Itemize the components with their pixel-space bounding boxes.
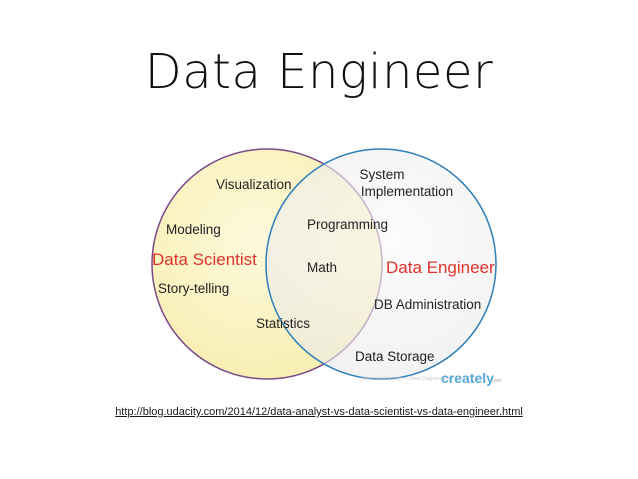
label-data-scientist: Data Scientist: [152, 250, 257, 269]
label-data-engineer: Data Engineer: [386, 258, 495, 277]
label-visualization: Visualization: [216, 177, 292, 192]
source-link[interactable]: http://blog.udacity.com/2014/12/data-ana…: [115, 406, 523, 418]
label-system: System: [359, 167, 404, 182]
slide-title: Data Engineer: [144, 44, 494, 100]
label-db-administration: DB Administration: [374, 297, 481, 312]
label-data-storage: Data Storage: [355, 349, 435, 364]
watermark-text: www.creately.com • Online Diagramming: [362, 376, 452, 382]
label-modeling: Modeling: [166, 222, 221, 237]
creately-logo-suffix: com: [491, 378, 502, 384]
label-programming: Programming: [307, 217, 388, 232]
data-engineer-circle: [265, 148, 497, 380]
label-implementation: Implementation: [361, 184, 453, 199]
label-story-telling: Story-telling: [158, 281, 229, 296]
label-statistics: Statistics: [256, 316, 310, 331]
creately-logo: creately: [441, 370, 494, 386]
label-math: Math: [307, 260, 337, 275]
